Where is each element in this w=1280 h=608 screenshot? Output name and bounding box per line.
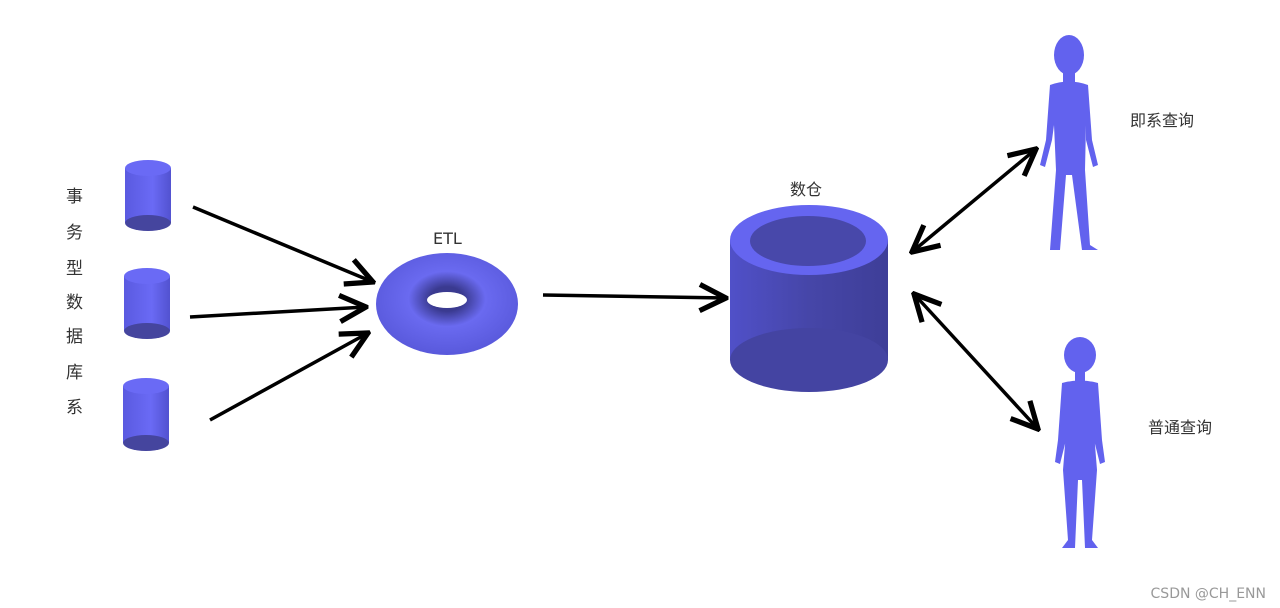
normal-query-label: 普通查询 [1148,418,1213,437]
source-label-char: 数 [66,293,83,313]
source-label-char: 型 [66,259,83,279]
source-label-char: 务 [66,223,83,243]
arrow-db1-to-etl [192,205,373,282]
arrow-warehouse-adhoc [912,149,1036,252]
etl-label: ETL [433,229,462,248]
arrow-warehouse-normal [914,294,1038,429]
arrow-etl-to-warehouse [542,295,726,298]
arrows [189,149,1038,429]
source-label-char: 据 [66,327,83,347]
arrow-db2-to-etl [189,307,366,317]
warehouse-label: 数仓 [790,180,823,199]
source-label-char: 事 [66,187,83,207]
arrow-db3-to-etl [209,333,368,422]
source-db-1 [125,160,171,231]
source-label-char: 库 [66,363,83,383]
female-user-figure [1055,337,1105,548]
source-db-3 [123,378,169,451]
source-db-2 [124,268,170,339]
warehouse-cylinder [730,205,888,392]
adhoc-query-label: 即系查询 [1130,111,1195,130]
etl-torus [376,253,518,355]
source-label-char: 系 [66,398,83,418]
watermark: CSDN @CH_ENN [1150,586,1266,602]
male-user-figure [1040,35,1098,250]
